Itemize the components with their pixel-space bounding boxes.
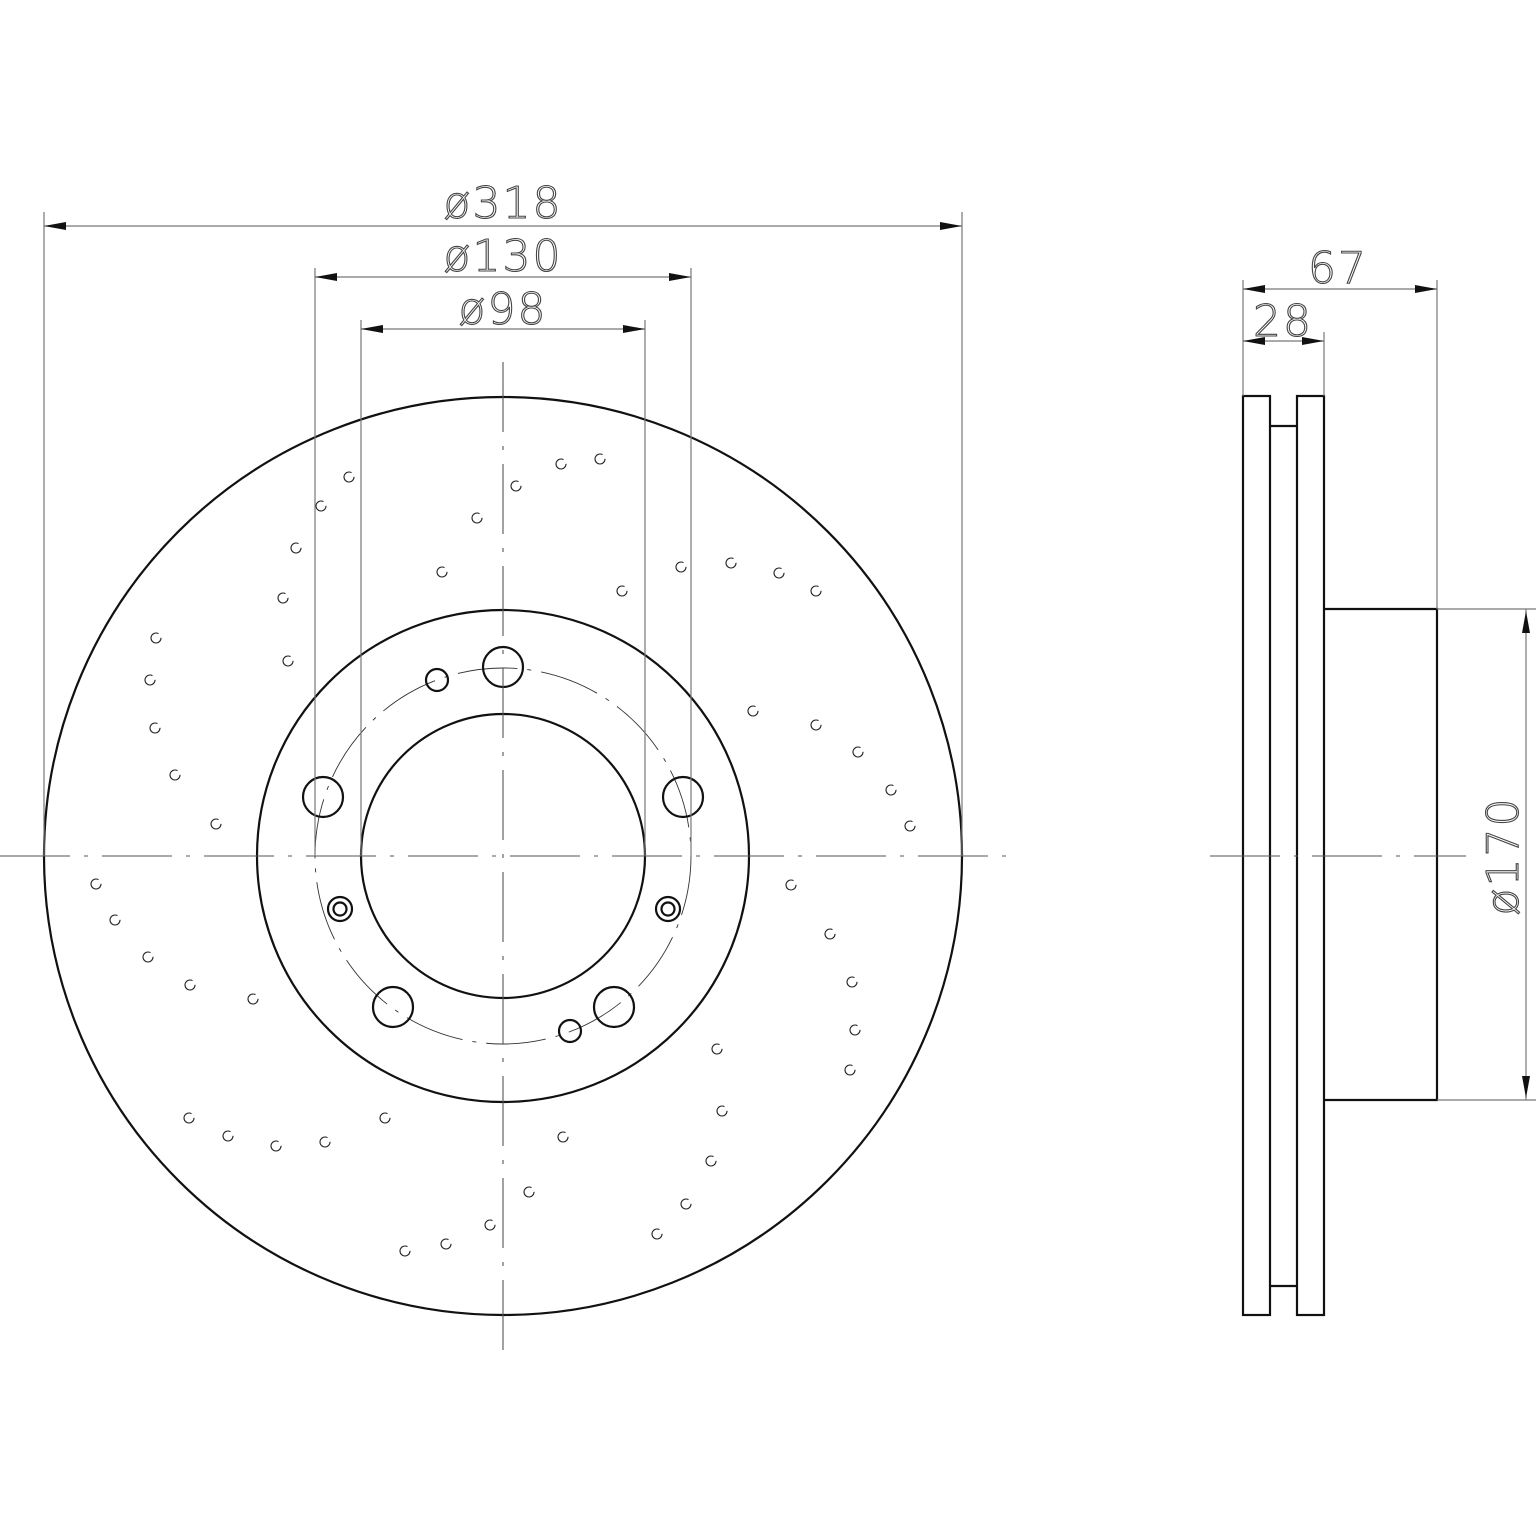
drill-hole xyxy=(319,1136,331,1148)
dim-outer-diameter: ø318 xyxy=(444,178,563,229)
side-view xyxy=(1210,394,1466,1317)
front-dimensions: ø318 ø130 ø98 xyxy=(43,177,963,856)
threaded-holes xyxy=(326,895,682,923)
cross-drilled-holes xyxy=(90,453,916,1257)
drill-hole xyxy=(142,951,154,963)
drill-hole xyxy=(150,632,162,644)
drill-hole xyxy=(810,585,822,597)
drill-hole xyxy=(680,1198,692,1210)
hat-section xyxy=(1324,607,1439,1102)
dim-hat-diameter: ø170 xyxy=(1478,797,1529,916)
drill-hole xyxy=(484,1219,496,1231)
drill-hole xyxy=(149,722,161,734)
drill-hole xyxy=(705,1155,717,1167)
drill-hole xyxy=(725,557,737,569)
drill-hole xyxy=(846,976,858,988)
dim-bolt-circle: ø130 xyxy=(444,231,563,282)
dim-total-height: 67 xyxy=(1308,243,1368,294)
dim-disc-thickness: 28 xyxy=(1253,296,1313,347)
drill-hole xyxy=(852,746,864,758)
drill-hole xyxy=(144,674,156,686)
dim-center-bore: ø98 xyxy=(459,284,548,335)
side-dimensions: 67 28 ø170 xyxy=(1242,242,1536,1101)
drill-hole xyxy=(247,993,259,1005)
drill-hole xyxy=(184,979,196,991)
drill-hole xyxy=(747,705,759,717)
drill-hole xyxy=(849,1024,861,1036)
drill-hole xyxy=(716,1105,728,1117)
drill-hole xyxy=(399,1245,411,1257)
drill-hole xyxy=(773,567,785,579)
drill-hole xyxy=(616,585,628,597)
drill-hole xyxy=(523,1186,535,1198)
drill-hole xyxy=(555,458,567,470)
drill-hole xyxy=(904,820,916,832)
drill-hole xyxy=(440,1238,452,1250)
drill-hole xyxy=(282,655,294,667)
drill-hole xyxy=(810,719,822,731)
small-holes xyxy=(424,667,583,1044)
drill-hole xyxy=(222,1130,234,1142)
drill-hole xyxy=(290,542,302,554)
drill-hole xyxy=(885,784,897,796)
drill-hole xyxy=(315,500,327,512)
drill-hole xyxy=(277,592,289,604)
front-view xyxy=(0,362,1006,1352)
drill-hole xyxy=(594,453,606,465)
drill-hole xyxy=(343,471,355,483)
drill-hole xyxy=(109,914,121,926)
drill-hole xyxy=(270,1140,282,1152)
drill-hole xyxy=(471,512,483,524)
drill-hole xyxy=(785,879,797,891)
drill-hole xyxy=(90,878,102,890)
drill-hole xyxy=(169,769,181,781)
drill-hole xyxy=(183,1112,195,1124)
drill-hole xyxy=(557,1131,569,1143)
drill-hole xyxy=(210,818,222,830)
drill-hole xyxy=(379,1112,391,1124)
drill-hole xyxy=(510,480,522,492)
drill-hole xyxy=(824,928,836,940)
drill-hole xyxy=(675,561,687,573)
drill-hole xyxy=(844,1064,856,1076)
drill-hole xyxy=(436,566,448,578)
drill-hole xyxy=(711,1043,723,1055)
drill-hole xyxy=(651,1228,663,1240)
